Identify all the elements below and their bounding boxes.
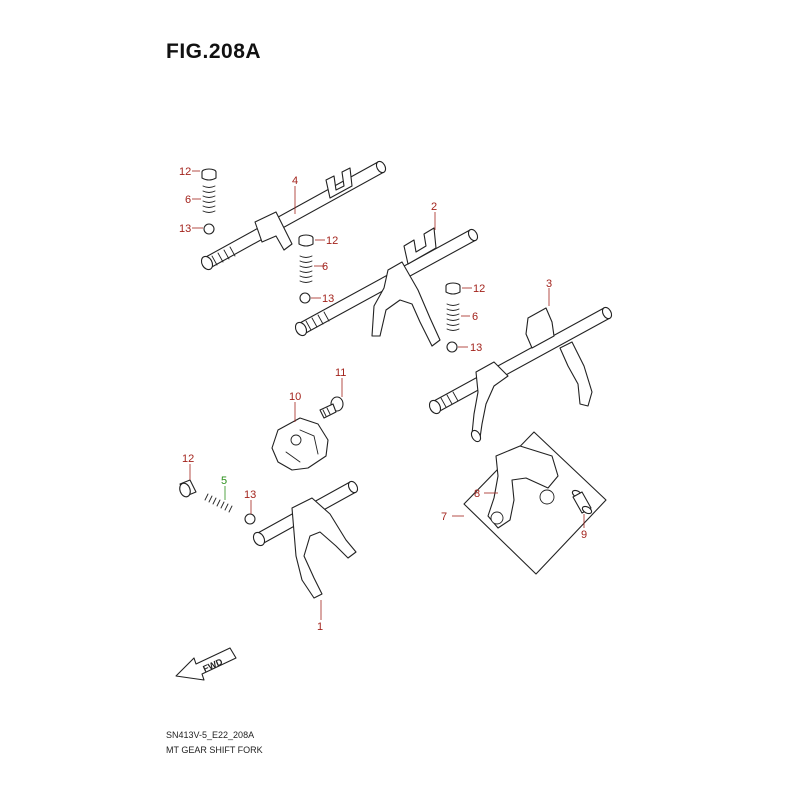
plug-stack-b[interactable]: [298, 234, 314, 304]
callout-7: 7: [441, 511, 447, 523]
callout-8: 8: [474, 488, 480, 500]
callout-3: 3: [546, 278, 552, 290]
callout-6: 6: [472, 311, 478, 323]
fwd-arrow-icon: FWD: [175, 647, 237, 681]
callout-10: 10: [289, 391, 301, 403]
pin-9[interactable]: [571, 489, 593, 515]
plug-stack-c[interactable]: [445, 282, 461, 353]
shift-shaft-3[interactable]: [427, 306, 613, 443]
callout-12: 12: [182, 453, 194, 465]
plug-stack-a[interactable]: [201, 168, 217, 235]
callout-13: 13: [179, 223, 191, 235]
bracket-10[interactable]: [271, 417, 329, 471]
callout-6: 6: [185, 194, 191, 206]
lever-8[interactable]: [487, 445, 559, 529]
figure-code: SN413V-5_E22_208A: [166, 730, 255, 740]
callout-4: 4: [292, 175, 298, 187]
plug-stack-d[interactable]: [178, 479, 256, 525]
shift-fork-1[interactable]: [251, 480, 359, 599]
figure-title: FIG.208A: [166, 40, 262, 63]
callout-13: 13: [244, 489, 256, 501]
callouts: 12 6 13 4 2 12 6 13 3 12 6 13 11 10 12 5…: [179, 166, 587, 633]
callout-9: 9: [581, 529, 587, 541]
leader-lines: [189, 170, 585, 620]
callout-6: 6: [322, 261, 328, 273]
callout-12: 12: [326, 235, 338, 247]
callout-5: 5: [221, 475, 227, 487]
callout-11: 11: [335, 367, 346, 379]
shift-shaft-4[interactable]: [199, 160, 387, 272]
callout-2: 2: [431, 201, 437, 213]
callout-1: 1: [317, 621, 323, 633]
bolt-11[interactable]: [319, 396, 344, 419]
fwd-label: FWD: [201, 656, 224, 674]
figure-description: MT GEAR SHIFT FORK: [166, 745, 263, 755]
callout-12: 12: [179, 166, 191, 178]
callout-13: 13: [470, 342, 482, 354]
callout-12: 12: [473, 283, 485, 295]
shift-shaft-2[interactable]: [293, 227, 479, 347]
callout-13: 13: [322, 293, 334, 305]
